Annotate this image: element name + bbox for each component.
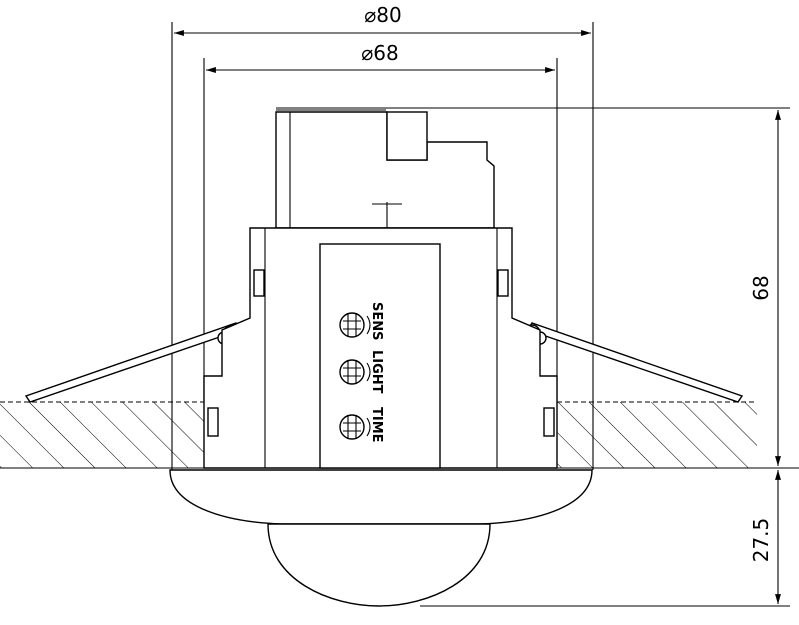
potentiometer-dial-icon: [339, 312, 365, 338]
ceiling-section: [0, 401, 799, 469]
sensor-dome: [267, 523, 491, 607]
sensor-housing: [203, 227, 558, 469]
control-label-sens: SENS: [369, 302, 384, 341]
body-height-label: 68: [749, 275, 773, 300]
extension-lines: [171, 22, 790, 607]
control-knob-sens[interactable]: SENS: [339, 302, 384, 341]
inner-diameter-label: ⌀68: [361, 41, 399, 65]
connector-block: [275, 109, 495, 229]
dome-height-label: 27.5: [749, 518, 773, 563]
outer-diameter-label: ⌀80: [364, 3, 402, 27]
control-knob-light[interactable]: LIGHT: [339, 350, 384, 394]
control-label-light: LIGHT: [369, 350, 384, 394]
control-knob-time[interactable]: TIME: [339, 407, 384, 443]
dimension-lines: [174, 30, 781, 604]
potentiometer-dial-icon: [339, 414, 365, 440]
potentiometer-dial-icon: [339, 359, 365, 385]
cover-ring: [169, 469, 593, 525]
control-label-time: TIME: [369, 407, 384, 443]
